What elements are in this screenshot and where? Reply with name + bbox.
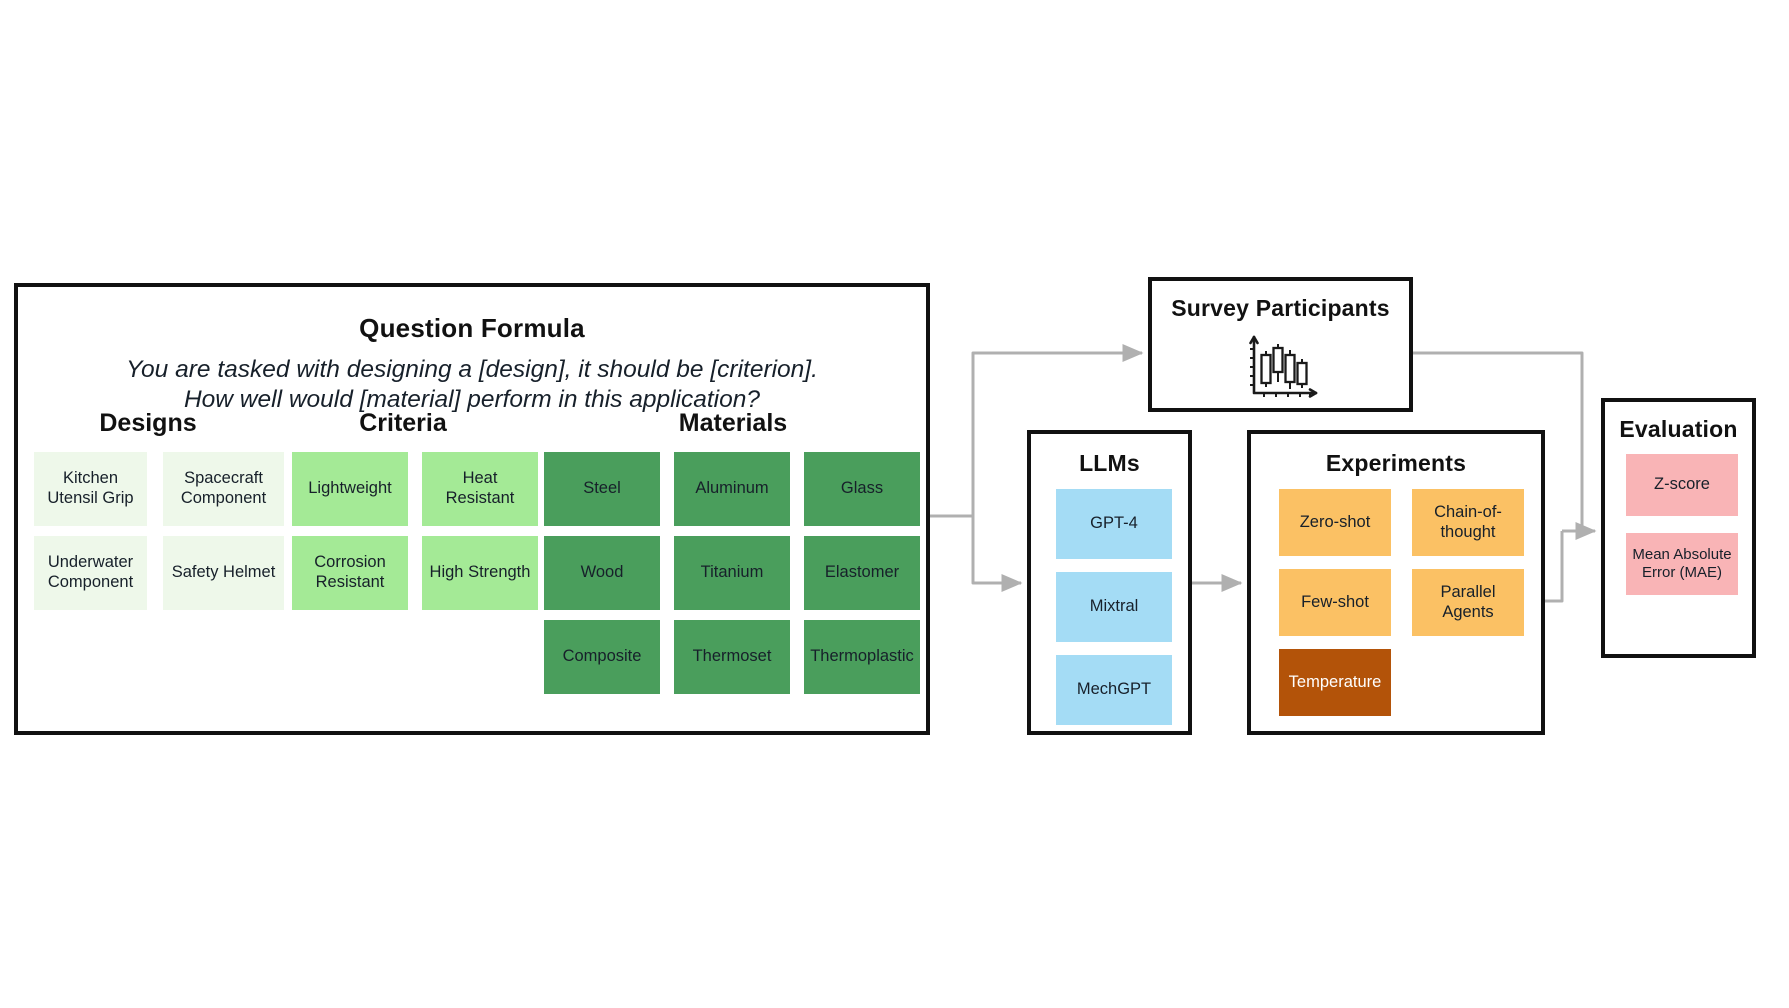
design-cell-kitchen-utensil-grip[interactable]: Kitchen Utensil Grip xyxy=(34,452,147,526)
design-cell-spacecraft-component[interactable]: Spacecraft Component xyxy=(163,452,284,526)
material-cell-thermoplastic[interactable]: Thermoplastic xyxy=(804,620,920,694)
design-cell-safety-helmet[interactable]: Safety Helmet xyxy=(163,536,284,610)
evaluation-panel: Evaluation Z-score Mean Absolute Error (… xyxy=(1601,398,1756,658)
llms-panel: LLMs GPT-4 Mixtral MechGPT xyxy=(1027,430,1192,735)
llm-cell-gpt-4[interactable]: GPT-4 xyxy=(1056,489,1172,559)
material-cell-elastomer[interactable]: Elastomer xyxy=(804,536,920,610)
llm-cell-mechgpt[interactable]: MechGPT xyxy=(1056,655,1172,725)
connector-experiments-to-evaluation xyxy=(1545,531,1564,603)
material-cell-aluminum[interactable]: Aluminum xyxy=(674,452,790,526)
connector-question-to-llms xyxy=(971,516,1023,592)
llm-cell-mixtral[interactable]: Mixtral xyxy=(1056,572,1172,642)
experiments-title: Experiments xyxy=(1325,450,1467,476)
evaluation-cell-z-score[interactable]: Z-score xyxy=(1626,454,1738,516)
design-cell-underwater-component[interactable]: Underwater Component xyxy=(34,536,147,610)
survey-participants-panel: Survey Participants xyxy=(1148,277,1413,412)
material-cell-titanium[interactable]: Titanium xyxy=(674,536,790,610)
evaluation-cell-mae[interactable]: Mean Absolute Error (MAE) xyxy=(1626,533,1738,595)
question-formula-panel: Question Formula You are tasked with des… xyxy=(14,283,930,735)
prompt-line-2: How well would [material] perform in thi… xyxy=(183,385,760,413)
llms-title: LLMs xyxy=(1079,450,1140,476)
criteria-cell-lightweight[interactable]: Lightweight xyxy=(292,452,408,526)
experiment-cell-temperature[interactable]: Temperature xyxy=(1279,649,1391,716)
material-cell-steel[interactable]: Steel xyxy=(544,452,660,526)
column-heading-designs: Designs xyxy=(99,409,197,437)
box-plot-icon xyxy=(1248,335,1317,398)
survey-participants-title: Survey Participants xyxy=(1171,295,1390,321)
experiment-cell-zero-shot[interactable]: Zero-shot xyxy=(1279,489,1391,556)
material-cell-thermoset[interactable]: Thermoset xyxy=(674,620,790,694)
material-cell-wood[interactable]: Wood xyxy=(544,536,660,610)
prompt-line-1: You are tasked with designing a [design]… xyxy=(126,356,818,383)
column-heading-criteria: Criteria xyxy=(359,409,447,437)
question-formula-title: Question Formula xyxy=(359,313,585,343)
material-cell-glass[interactable]: Glass xyxy=(804,452,920,526)
experiments-panel: Experiments Zero-shot Chain-of-thought F… xyxy=(1247,430,1545,735)
experiment-cell-few-shot[interactable]: Few-shot xyxy=(1279,569,1391,636)
column-heading-materials: Materials xyxy=(678,409,788,437)
criteria-cell-high-strength[interactable]: High Strength xyxy=(422,536,538,610)
material-cell-composite[interactable]: Composite xyxy=(544,620,660,694)
experiment-cell-chain-of-thought[interactable]: Chain-of-thought xyxy=(1412,489,1524,556)
question-formula-prompt: You are tasked with designing a [design]… xyxy=(58,355,886,415)
experiment-cell-parallel-agents[interactable]: Parallel Agents xyxy=(1412,569,1524,636)
criteria-cell-heat-resistant[interactable]: Heat Resistant xyxy=(422,452,538,526)
evaluation-title: Evaluation xyxy=(1619,416,1738,442)
criteria-cell-corrosion-resistant[interactable]: Corrosion Resistant xyxy=(292,536,408,610)
